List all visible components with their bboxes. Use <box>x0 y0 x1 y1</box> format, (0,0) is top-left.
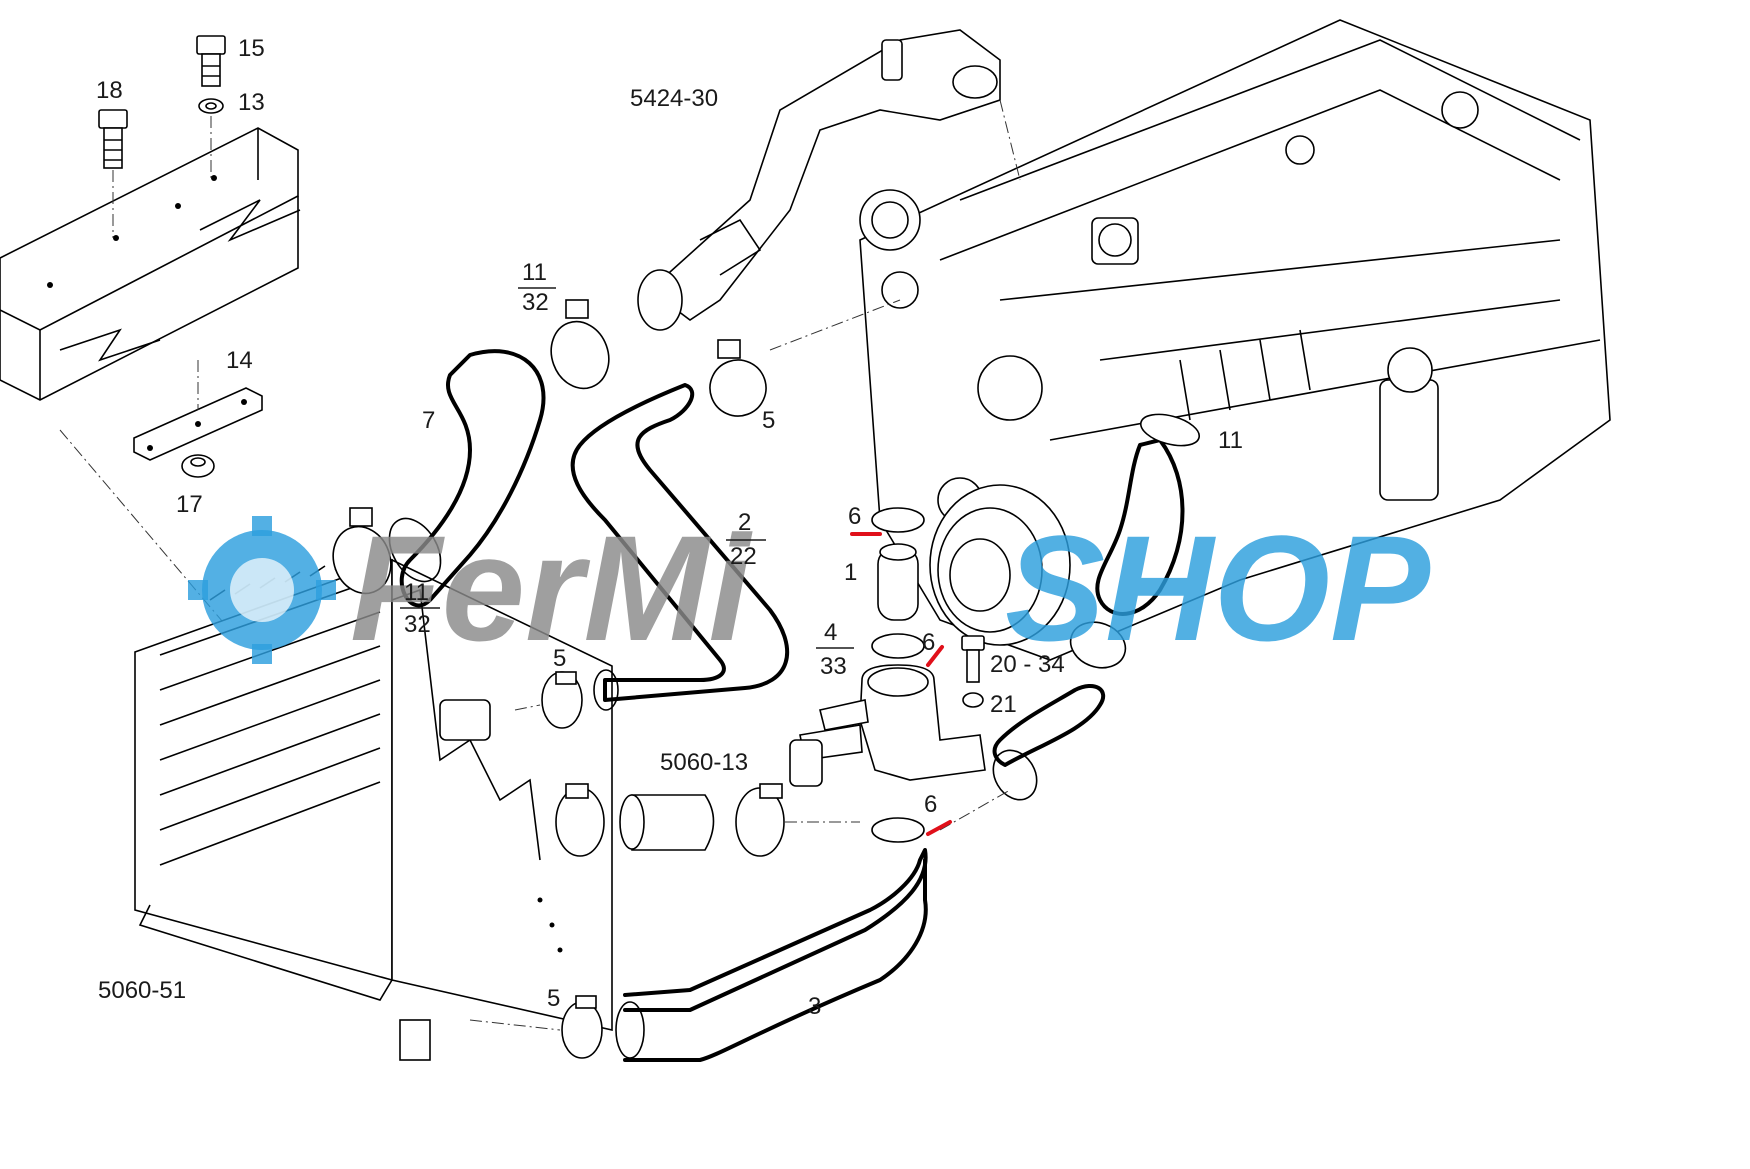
washer-21-icon <box>962 692 984 708</box>
clamp-5-upper-icon <box>709 339 767 417</box>
elbow-hose-right-icon <box>992 684 1106 767</box>
hose-5424-30 <box>637 29 1001 331</box>
label-33: 33 <box>820 653 847 680</box>
bolt-15-icon <box>196 35 226 87</box>
watermark-text-blue: SHOP <box>1005 504 1431 672</box>
thermostat-housing-5060-13 <box>789 664 986 787</box>
clamp-6-middle-icon <box>871 633 925 659</box>
straight-hose-icon <box>619 794 715 851</box>
ref-5060-51: 5060-51 <box>98 977 186 1004</box>
hose-3-icon <box>623 848 928 1012</box>
clamp-6-bottom-icon <box>871 817 925 843</box>
label-20-34: 20 - 34 <box>990 651 1065 678</box>
clamp-11-32-left-icon <box>332 507 392 595</box>
hose-7-icon <box>399 349 546 608</box>
label-11-top: 11 <box>522 259 547 286</box>
clamp-lower-right-icon <box>1069 621 1127 669</box>
label-5-a: 5 <box>762 407 775 434</box>
label-11-right: 11 <box>1218 427 1243 454</box>
ref-5424-30: 5424-30 <box>630 85 718 112</box>
washer-13-icon <box>198 98 224 114</box>
bolt-20-34-icon <box>961 635 985 683</box>
hose-2-22-icon <box>570 383 790 702</box>
label-2: 2 <box>738 509 751 536</box>
highlight-mark-6-middle <box>926 645 944 667</box>
hose-3-end-icon <box>615 1001 645 1059</box>
clamp-11-32-top-icon <box>550 299 610 390</box>
watermark-text-gray: FerMi <box>350 504 753 672</box>
label-6-a: 6 <box>848 503 861 530</box>
label-7: 7 <box>422 407 435 434</box>
label-32-top: 32 <box>522 289 549 316</box>
nut-17-icon <box>181 454 215 478</box>
label-6-c: 6 <box>924 791 937 818</box>
clamp-6-top-icon <box>871 507 925 533</box>
label-3: 3 <box>808 993 821 1020</box>
label-4: 4 <box>824 619 837 646</box>
hose-11-right-icon <box>1095 438 1185 616</box>
clamp-5-c-icon <box>735 783 785 857</box>
hose-7-end-icon <box>388 517 442 583</box>
label-14: 14 <box>226 347 253 374</box>
label-21: 21 <box>990 691 1017 718</box>
label-5-b: 5 <box>553 645 566 672</box>
crank-pulley <box>929 484 1071 646</box>
chassis-crossmember <box>0 127 301 401</box>
pipe-1-icon <box>877 543 919 621</box>
fermishop-watermark: FerMi SHOP <box>188 504 1431 672</box>
clamp-5-a-icon <box>541 671 583 729</box>
label-22: 22 <box>730 543 757 570</box>
gear-logo-icon <box>188 516 336 664</box>
clamp-5-bottom-icon <box>561 995 603 1059</box>
clamp-11-right-icon <box>1139 413 1201 447</box>
plate-14-icon <box>133 387 263 461</box>
highlight-mark-6-bottom <box>926 820 952 836</box>
label-5-c: 5 <box>547 985 560 1012</box>
ref-5060-13: 5060-13 <box>660 749 748 776</box>
label-17: 17 <box>176 491 203 518</box>
bolt-18-icon <box>98 109 128 169</box>
label-18: 18 <box>96 77 123 104</box>
hose-2-22-end-icon <box>593 669 619 711</box>
label-13: 13 <box>238 89 265 116</box>
elbow-hose-right-end-icon <box>992 749 1038 801</box>
label-6-b: 6 <box>922 629 935 656</box>
label-32-left: 32 <box>404 611 431 638</box>
label-11-left: 11 <box>404 579 429 606</box>
hose-3-outline-icon <box>623 858 928 1062</box>
label-15: 15 <box>238 35 265 62</box>
label-1: 1 <box>844 559 857 586</box>
clamp-5-b-icon <box>555 783 605 857</box>
